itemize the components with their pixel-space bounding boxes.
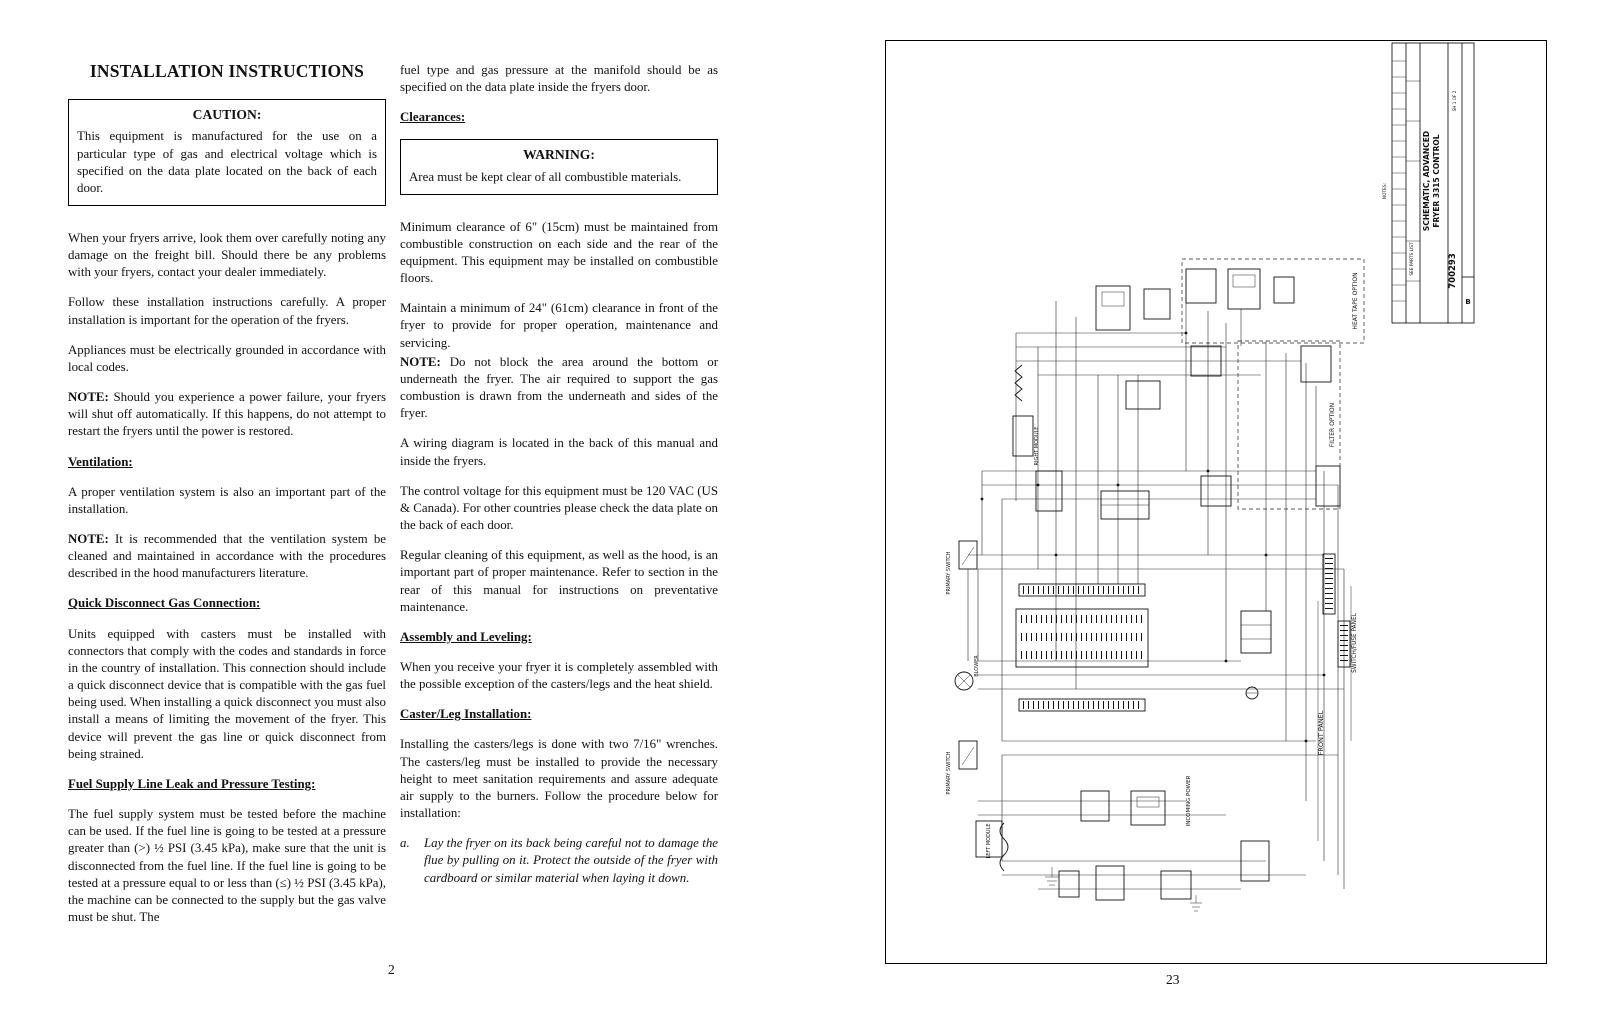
section-heading-ventilation: Ventilation: xyxy=(68,454,133,469)
primary-switch-label: PRIMARY SWITCH xyxy=(946,551,952,594)
power-cord-symbol xyxy=(999,822,1009,872)
note-text: It is recommended that the ventilation s… xyxy=(68,532,386,581)
heater-coil-symbol xyxy=(1014,364,1023,402)
blower-motor-symbol xyxy=(954,671,974,691)
revision-letter: B xyxy=(1465,298,1470,306)
paragraph: Units equipped with casters must be inst… xyxy=(68,626,386,761)
drawing-number: 700293 xyxy=(1448,253,1458,289)
option-enclosures xyxy=(1181,258,1365,841)
page-number-right: 23 xyxy=(1166,972,1180,987)
drawing-title-line1: SCHEMATIC, ADVANCED xyxy=(1422,131,1431,231)
paragraph: A proper ventilation system is also an i… xyxy=(68,484,386,516)
drawing-title-line2: FRYER 3315 CONTROL xyxy=(1432,134,1441,227)
paragraph: When you receive your fryer it is comple… xyxy=(400,659,718,692)
list-item-text: Lay the fryer on its back being careful … xyxy=(424,836,718,885)
paragraph: Maintain a minimum of 24" (61cm) clearan… xyxy=(400,301,718,350)
note-text: Should you experience a power failure, y… xyxy=(68,390,386,439)
schematic-components xyxy=(975,268,1341,901)
caution-box: CAUTION: This equipment is manufactured … xyxy=(68,99,386,206)
schematic-symbols xyxy=(954,364,1259,912)
section-heading-caster: Caster/Leg Installation: xyxy=(400,707,532,722)
right-module-label: RIGHT MODULE xyxy=(1034,427,1040,466)
ground-symbol xyxy=(1045,867,1059,886)
title-block-text: SCHEMATIC, ADVANCED FRYER 3315 CONTROL 7… xyxy=(1382,90,1471,306)
schematic-labels: HEAT TAPE OPTION FILTER OPTION FRONT PAN… xyxy=(946,272,1359,858)
schematic-wiring xyxy=(967,271,1345,890)
page-title: INSTALLATION INSTRUCTIONS xyxy=(89,61,365,81)
incoming-power-label: INCOMING POWER xyxy=(1186,775,1192,826)
paragraph: Regular cleaning of this equipment, as w… xyxy=(400,548,718,614)
list-item-a: a. Lay the fryer on its back being caref… xyxy=(400,835,718,886)
section-heading-clearances: Clearances: xyxy=(400,110,466,125)
page-number-left: 2 xyxy=(388,962,395,977)
blower-label: BLOWER xyxy=(974,655,980,677)
paragraph: Minimum clearance of 6" (15cm) must be m… xyxy=(400,219,718,286)
paragraph: A wiring diagram is located in the back … xyxy=(400,436,718,468)
schematic-page: HEAT TAPE OPTION FILTER OPTION FRONT PAN… xyxy=(885,40,1547,964)
caution-heading: CAUTION: xyxy=(192,107,262,123)
warning-box: WARNING: Area must be kept clear of all … xyxy=(400,139,718,195)
switch-fuse-panel-label: SWITCH/FUSE PANEL xyxy=(1352,612,1358,673)
caution-body: This equipment is manufactured for the u… xyxy=(77,129,377,195)
ground-symbol xyxy=(1190,895,1202,912)
primary-switch-label: PRIMARY SWITCH xyxy=(946,751,952,794)
sheet-label: SH 1 OF 2 xyxy=(1452,90,1457,111)
wire-junctions xyxy=(980,331,1326,743)
note-label: NOTE: xyxy=(68,390,109,405)
section-heading-quick-disconnect: Quick Disconnect Gas Connection: xyxy=(68,596,261,611)
paragraph: fuel type and gas pressure at the manifo… xyxy=(400,63,718,95)
list-item-marker: a. xyxy=(400,836,410,851)
left-module-label: LEFT MODULE xyxy=(986,823,992,858)
paragraph: The control voltage for this equipment m… xyxy=(400,483,718,533)
heat-tape-option-label: HEAT TAPE OPTION xyxy=(1352,272,1359,329)
section-heading-fuel-supply: Fuel Supply Line Leak and Pressure Testi… xyxy=(68,776,316,791)
paragraph: Appliances must be electrically grounded… xyxy=(68,342,386,374)
note-paragraph: NOTE: It is recommended that the ventila… xyxy=(68,531,386,582)
note-text: Do not block the area around the bottom … xyxy=(400,354,718,421)
right-column: fuel type and gas pressure at the manifo… xyxy=(400,62,718,887)
connector-strips xyxy=(1015,553,1351,712)
wiring-schematic: HEAT TAPE OPTION FILTER OPTION FRONT PAN… xyxy=(946,42,1475,912)
paragraph: Installing the casters/legs is done with… xyxy=(400,737,718,821)
notes-label: NOTES: xyxy=(1382,183,1388,199)
note-paragraph: NOTE: Do not block the area around the b… xyxy=(400,354,718,423)
paragraph: Follow these installation instructions c… xyxy=(68,295,386,327)
front-panel-label: FRONT PANEL xyxy=(1317,710,1325,755)
paragraph: The fuel supply system must be tested be… xyxy=(68,807,386,924)
warning-body: Area must be kept clear of all combustib… xyxy=(409,169,682,184)
filter-option-label: FILTER OPTION xyxy=(1329,403,1336,447)
note-label: NOTE: xyxy=(400,354,441,369)
left-column: INSTALLATION INSTRUCTIONS CAUTION: This … xyxy=(68,60,386,939)
warning-heading: WARNING: xyxy=(523,147,595,163)
note-label: NOTE: xyxy=(68,532,109,546)
see-parts-list-label: SEE PARTS LIST xyxy=(1409,242,1415,276)
section-heading-assembly: Assembly and Leveling: xyxy=(400,629,532,644)
paragraph: When your fryers arrive, look them over … xyxy=(68,230,386,280)
note-paragraph: NOTE: Should you experience a power fail… xyxy=(68,389,386,440)
title-block xyxy=(1391,42,1475,324)
